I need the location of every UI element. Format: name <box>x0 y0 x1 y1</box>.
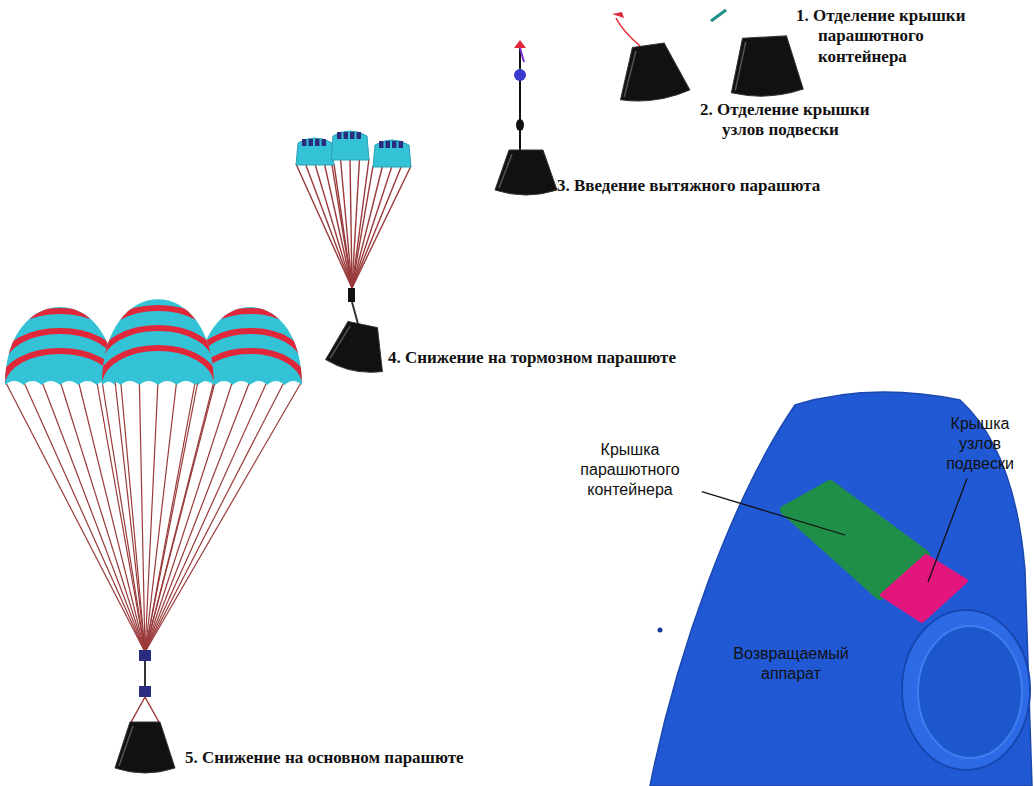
suspension-line <box>145 381 177 652</box>
main-canopy <box>1 287 119 387</box>
cover-lanyard <box>616 18 640 46</box>
riser-link <box>348 288 355 302</box>
canopy-stripe <box>194 287 306 323</box>
suspension-line <box>145 381 267 652</box>
suspension-line <box>306 164 353 288</box>
suspension-line <box>145 381 215 652</box>
canopy-stripe <box>98 348 218 387</box>
suspension-line <box>145 381 285 652</box>
capsule-highlight <box>499 154 512 188</box>
step-caption: 3. Введение вытяжного парашюта <box>557 176 820 196</box>
capsule-step5 <box>115 722 175 773</box>
canopy-fabric <box>198 307 302 385</box>
line-bundle <box>516 119 524 131</box>
suspension-line <box>23 381 145 652</box>
suspension-line <box>296 164 352 288</box>
suspension-line <box>325 164 353 288</box>
suspension-line <box>145 381 158 652</box>
suspension-line <box>145 381 233 652</box>
suspension-line <box>350 159 352 288</box>
pilot-bridle <box>520 48 524 62</box>
capsule-step4 <box>325 318 392 376</box>
leader-line <box>702 492 845 535</box>
suspension-line <box>341 159 353 288</box>
step-caption: 5. Снижение на основном парашюте <box>185 748 464 768</box>
capsule-highlight <box>733 42 748 91</box>
capsule-body <box>614 40 691 104</box>
pilot-chute <box>514 40 526 48</box>
capsule-highlight <box>330 323 350 361</box>
capsule-shell <box>650 392 1032 786</box>
suspension-line <box>352 166 411 288</box>
canopy-stripe <box>194 311 306 347</box>
capsule-body <box>729 35 804 98</box>
suspension-line <box>78 381 145 652</box>
hatch-rim <box>902 610 1030 770</box>
suspension-line <box>145 381 302 652</box>
leader-line <box>928 479 967 582</box>
step-caption: 1. Отделение крышки парашютного контейне… <box>796 6 1000 67</box>
suspension-line <box>130 697 145 724</box>
suspension-line <box>331 159 352 288</box>
step-caption: 2. Отделение крышки узлов подвески <box>700 100 910 141</box>
suspension-line <box>97 381 145 652</box>
suspension-line <box>352 166 392 288</box>
capsule-step2 <box>614 40 691 104</box>
canopy-stripe <box>1 351 119 387</box>
capsule-highlight <box>119 726 133 766</box>
swivel-link <box>139 650 151 661</box>
suspension-line <box>42 381 145 652</box>
container-cover <box>711 10 726 21</box>
node-label: Возвращаемый аппарат <box>708 644 874 684</box>
suspension-line <box>102 381 145 652</box>
callout-label: Крышка парашютного контейнера <box>563 440 697 500</box>
suspension-line <box>145 381 198 652</box>
swivel-link <box>139 686 151 697</box>
canopy-stripe <box>98 328 218 367</box>
suspension-line <box>5 381 145 652</box>
shell-dot <box>658 628 663 633</box>
capsule-body <box>495 150 557 195</box>
main-canopy <box>98 284 218 387</box>
canopy-fabric <box>102 299 214 385</box>
canopy-stripe <box>1 311 119 347</box>
canopy-stripe <box>98 308 218 347</box>
drogue-canopy <box>373 140 411 167</box>
pilot-line <box>519 42 521 152</box>
hatch <box>918 626 1022 758</box>
drogue-pack <box>514 69 526 81</box>
suspension-line <box>115 381 145 652</box>
suspension-line <box>145 381 214 652</box>
suspension-line <box>139 381 145 652</box>
suspension-line <box>121 381 145 652</box>
suspension-line <box>352 166 402 288</box>
riser <box>352 302 358 324</box>
capsule-body <box>325 318 392 376</box>
step-caption: 4. Снижение на тормозном парашюте <box>388 348 676 368</box>
canopy-stripe <box>1 287 119 323</box>
canopy-stripe <box>1 331 119 367</box>
canopy-stripe <box>98 284 218 323</box>
capsule-step1 <box>729 35 804 98</box>
suspension-cover <box>612 12 624 18</box>
capsule-step3 <box>495 150 557 195</box>
suspension-line <box>352 166 383 288</box>
suspension-line <box>145 381 195 652</box>
capsule-body <box>115 722 175 773</box>
drogue-canopy <box>331 131 369 160</box>
suspension-line <box>145 697 160 724</box>
callout-label: Крышка узлов подвески <box>930 414 1030 474</box>
capsule-highlight <box>618 51 642 97</box>
canopy-fabric <box>5 307 115 385</box>
drogue-canopy <box>296 138 334 165</box>
suspension-line <box>145 381 250 652</box>
suspension-line <box>352 166 373 288</box>
suspension-line <box>60 381 145 652</box>
